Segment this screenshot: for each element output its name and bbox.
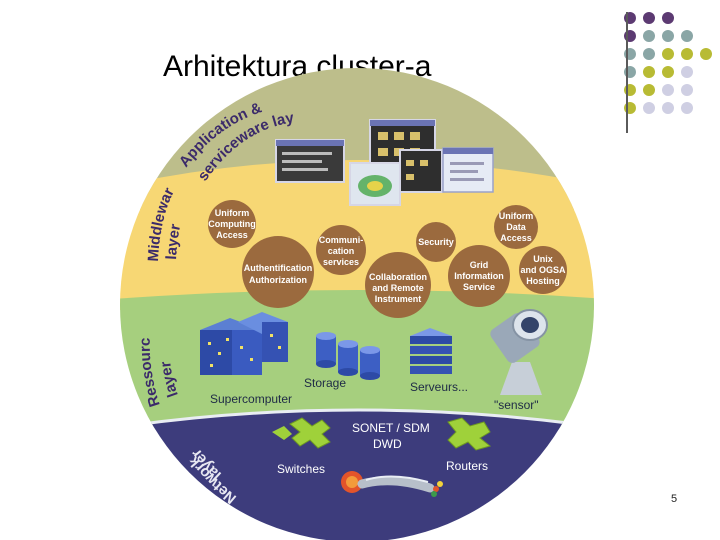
dot (681, 48, 693, 60)
sensor-telescope-icon (490, 309, 548, 395)
dot (643, 12, 655, 24)
app-window-form (442, 147, 494, 193)
decorative-dot-grid (610, 8, 720, 138)
network-top-edge (120, 408, 594, 432)
service-authentification-authorization: Authentification Authorization (242, 236, 314, 308)
accent-divider-line (626, 12, 628, 133)
app-window-map (349, 162, 401, 206)
svg-text:Uniform: Uniform (499, 211, 534, 221)
svg-text:and Remote: and Remote (372, 283, 424, 293)
svg-text:Instrument: Instrument (375, 294, 422, 304)
sonet-sdm-label: SONET / SDM (352, 421, 430, 435)
svg-text:Access: Access (216, 230, 248, 240)
service-security: Security (416, 222, 456, 262)
application-windows (275, 119, 494, 206)
dot (662, 48, 674, 60)
svg-text:Access: Access (500, 233, 532, 243)
svg-text:Collaboration: Collaboration (369, 272, 427, 282)
dot (643, 66, 655, 78)
svg-text:Data: Data (506, 222, 527, 232)
dot (643, 48, 655, 60)
servers-label: Serveurs... (410, 380, 468, 394)
svg-text:Authentification: Authentification (244, 263, 313, 273)
middleware-layer-label-line2: layer (163, 222, 184, 260)
fiber-cable-icon (341, 471, 443, 497)
servers-icon (410, 328, 452, 374)
svg-text:Computing: Computing (208, 219, 256, 229)
svg-text:and OGSA: and OGSA (520, 265, 566, 275)
storage-icon (316, 332, 380, 380)
dot (681, 30, 693, 42)
svg-text:Authorization: Authorization (249, 275, 307, 285)
resources-items: Supercomputer Storage Serveurs... (200, 309, 548, 412)
dwd-label: DWD (373, 437, 402, 451)
app-window-terminal (275, 139, 345, 183)
svg-text:Grid: Grid (470, 260, 489, 270)
page-number: 5 (670, 493, 678, 505)
dot (643, 30, 655, 42)
svg-text:Information: Information (454, 271, 504, 281)
service-bubbles: Uniform Computing Access Authentificatio… (208, 200, 567, 318)
app-window-dark-small (399, 149, 443, 193)
service-unix-ogsa-hosting: Unix and OGSA Hosting (519, 246, 567, 294)
routers-label: Routers (446, 459, 488, 473)
middleware-layer-label: Middleware (0, 0, 178, 262)
dot (662, 66, 674, 78)
svg-text:services: services (323, 257, 359, 267)
svg-text:Hosting: Hosting (526, 276, 560, 286)
service-uniform-data-access: Uniform Data Access (494, 205, 538, 249)
switch-icon (272, 417, 331, 449)
dot (643, 102, 655, 114)
router-icon (447, 417, 492, 451)
supercomputer-label: Supercomputer (210, 392, 292, 406)
dot (662, 12, 674, 24)
switches-label: Switches (277, 462, 325, 476)
network-items: Switches SONET / SDM DWD Routers (272, 417, 492, 497)
service-communication-services: Communi- cation services (316, 225, 366, 275)
svg-text:Unix: Unix (533, 254, 553, 264)
svg-text:Security: Security (418, 237, 454, 247)
dot (681, 102, 693, 114)
service-grid-information-service: Grid Information Service (448, 245, 510, 307)
service-uniform-computing-access: Uniform Computing Access (208, 200, 256, 248)
layer-bands (120, 68, 594, 540)
dot (681, 84, 693, 96)
dot (662, 84, 674, 96)
dot (662, 30, 674, 42)
dot (662, 102, 674, 114)
sensor-label: "sensor" (494, 398, 539, 412)
dot (643, 84, 655, 96)
svg-text:Service: Service (463, 282, 495, 292)
svg-text:Communi-: Communi- (319, 235, 364, 245)
resources-layer-label: Ressources (0, 0, 164, 409)
service-collaboration-remote-instrument: Collaboration and Remote Instrument (365, 252, 431, 318)
svg-text:Uniform: Uniform (215, 208, 250, 218)
svg-text:cation: cation (328, 246, 355, 256)
dot (700, 48, 712, 60)
storage-label: Storage (304, 376, 346, 390)
dot (681, 66, 693, 78)
supercomputer-icon (200, 312, 288, 375)
